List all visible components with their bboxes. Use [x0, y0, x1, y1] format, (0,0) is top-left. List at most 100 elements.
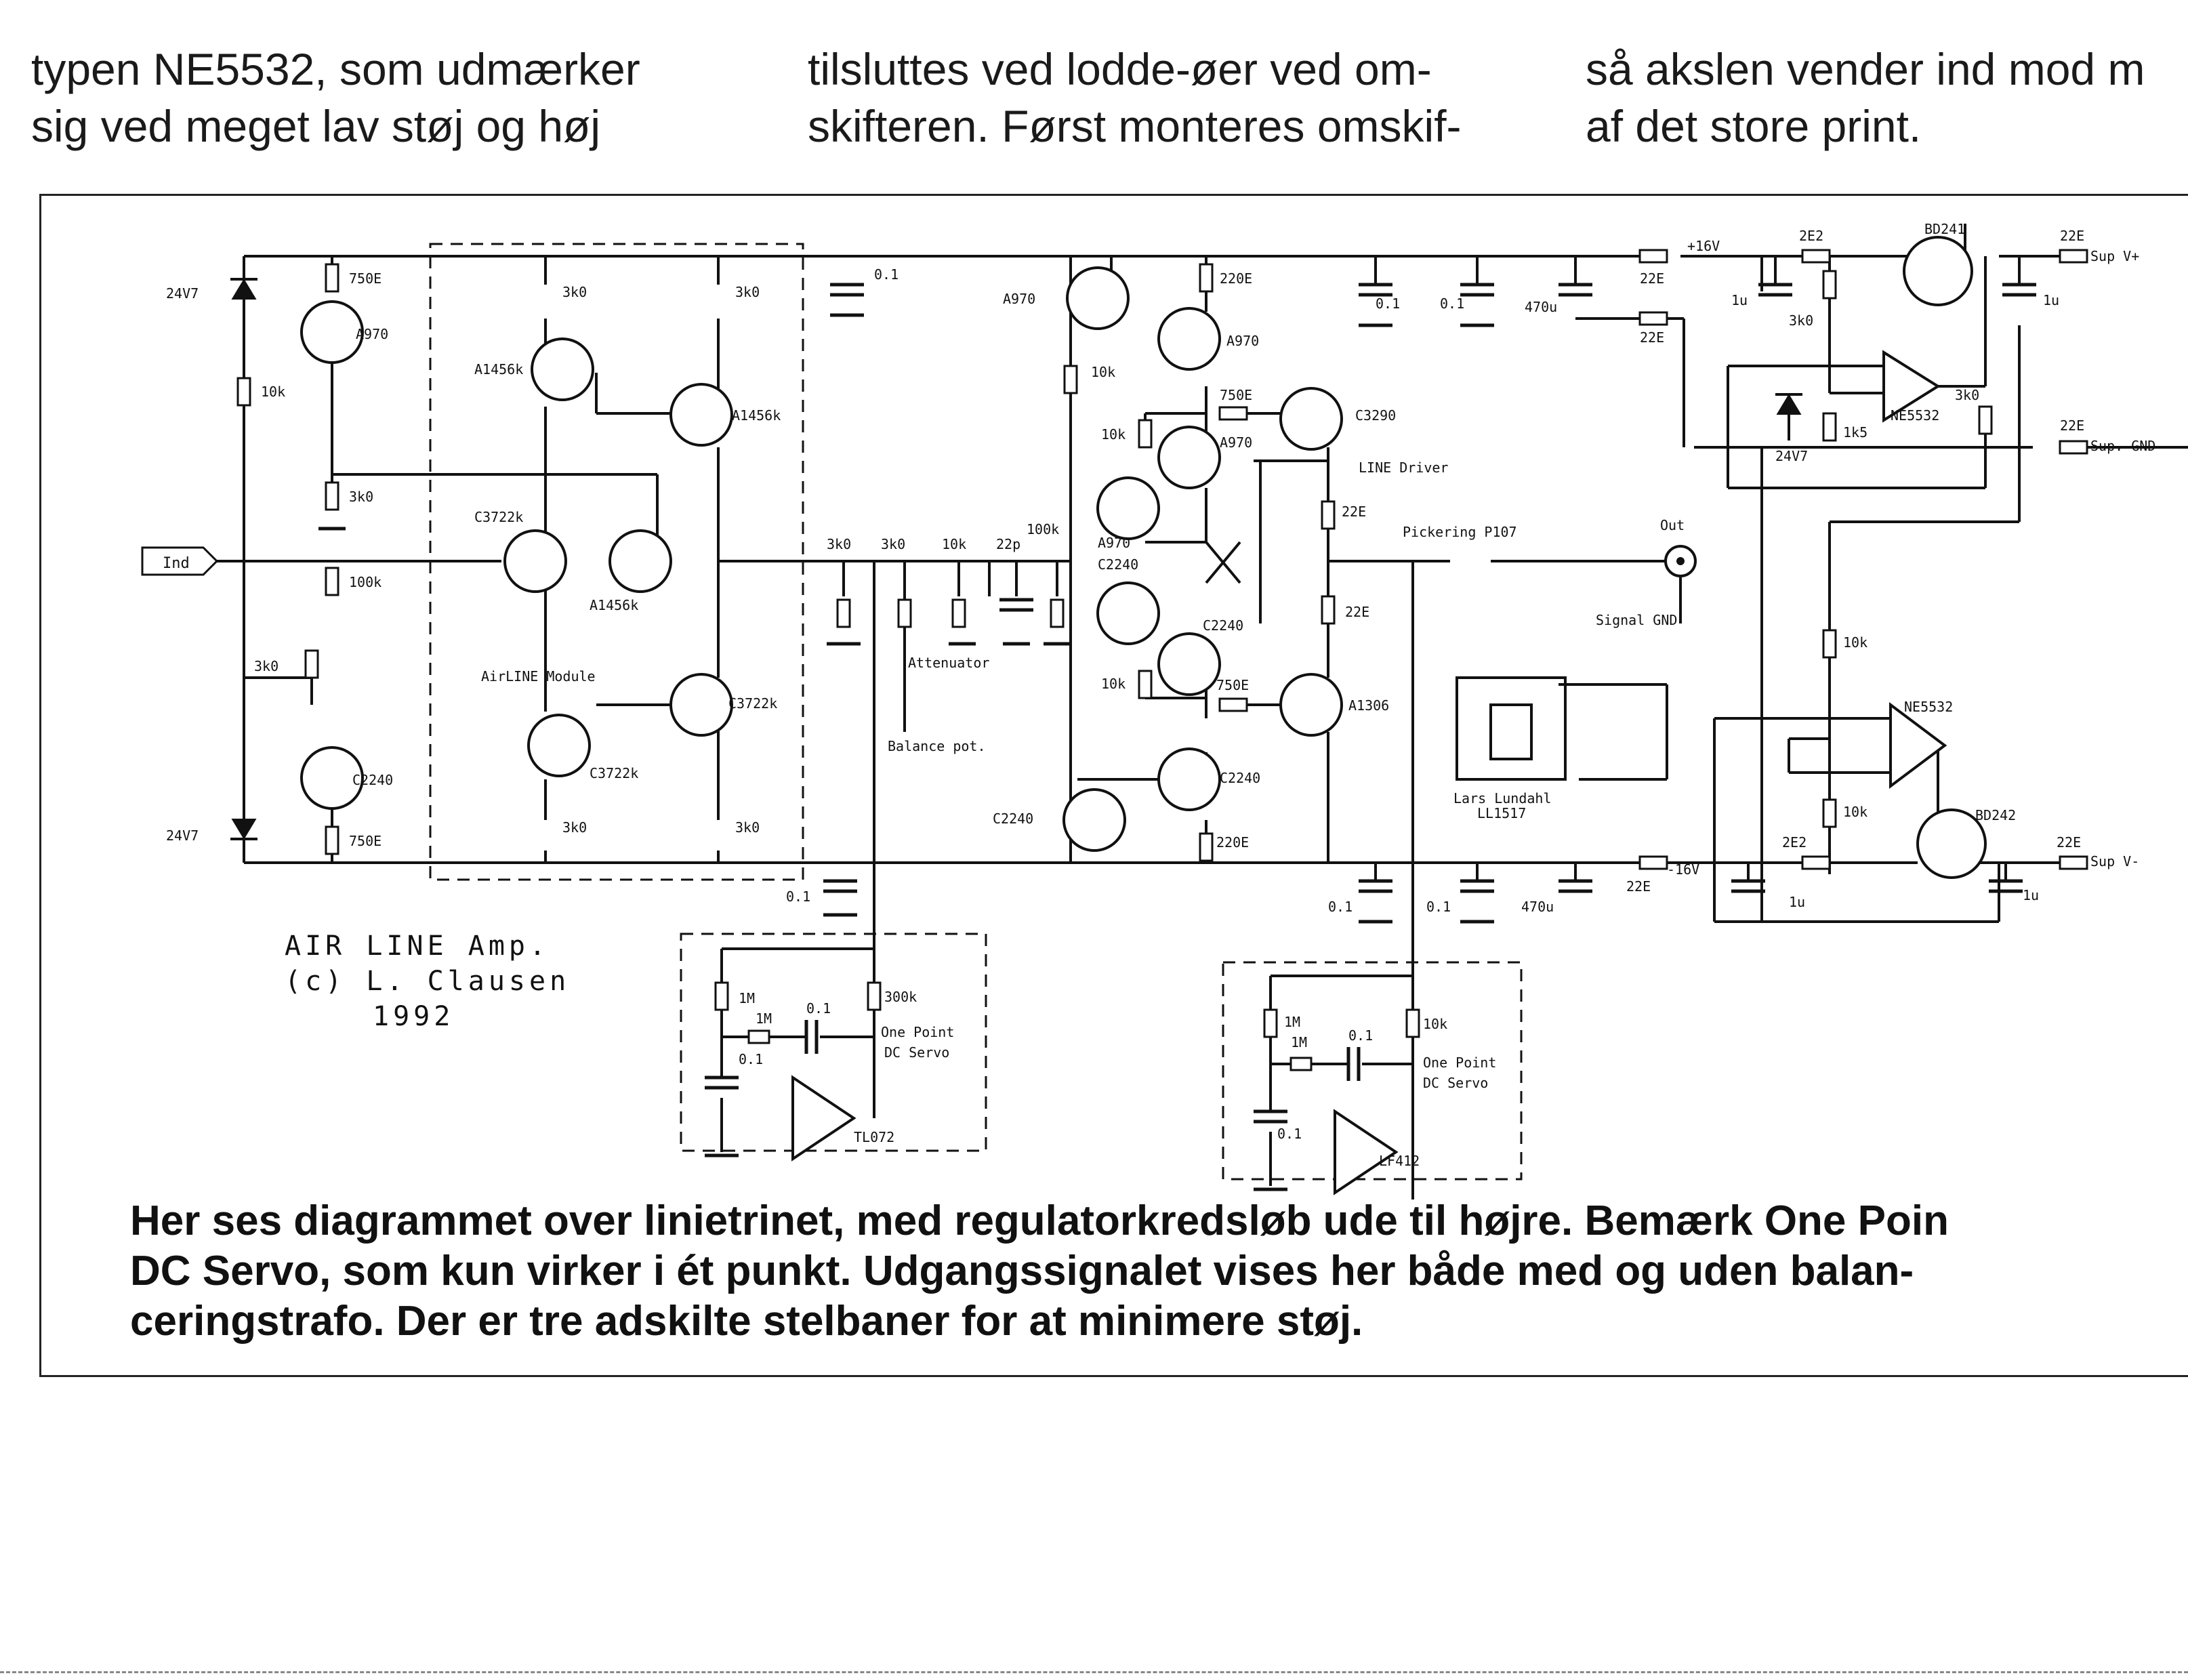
label: LF412 [1379, 1153, 1420, 1169]
label: 0.1 [1376, 295, 1400, 312]
label: 3k0 [562, 284, 587, 300]
text-column-2: tilsluttes ved lodde-øer ved om-skiftere… [808, 41, 1462, 155]
label: 0.1 [786, 888, 810, 905]
label: 470u [1521, 899, 1554, 915]
label: 0.1 [1426, 899, 1451, 915]
text-line: typen NE5532, som udmærker [31, 44, 640, 94]
label: 470u [1525, 299, 1557, 315]
label: 1u [1789, 894, 1805, 910]
label: 1M [756, 1010, 772, 1027]
label: 220E [1220, 270, 1252, 287]
label: 750E [349, 270, 381, 287]
label: 1M [739, 990, 755, 1006]
label: One Point [881, 1024, 954, 1040]
label: 22E [2060, 417, 2084, 434]
label: 22E [1626, 878, 1651, 895]
label: TL072 [854, 1129, 894, 1145]
label: 1M [1284, 1014, 1300, 1030]
caption-line: ceringstrafo. Der er tre adskilte stelba… [130, 1298, 1363, 1345]
title-line: (c) L. Clausen [285, 966, 571, 997]
label: 22E [1640, 270, 1664, 287]
servo2-box [1222, 961, 1523, 1181]
label: Sup V- [2090, 853, 2139, 869]
text-line: af det store print. [1586, 101, 1922, 151]
label: 1u [2023, 887, 2039, 903]
label: 10k [1091, 364, 1115, 380]
label: 10k [1423, 1016, 1447, 1032]
label: C3722k [728, 695, 777, 712]
label: 10k [1101, 426, 1126, 443]
label: Attenuator [908, 655, 989, 671]
label: A1306 [1348, 697, 1389, 714]
label: A970 [356, 326, 388, 342]
label: A970 [1226, 333, 1259, 349]
label: A1456k [732, 407, 781, 424]
label: 10k [942, 536, 966, 552]
opamps [791, 350, 1947, 1195]
label: AirLINE Module [481, 668, 596, 684]
label: 0.1 [1348, 1027, 1373, 1044]
resistors [236, 249, 2088, 1071]
label: 24V7 [166, 827, 199, 844]
title-line: 1992 [373, 1001, 455, 1032]
label: DC Servo [1423, 1075, 1488, 1091]
label: C2240 [1098, 556, 1138, 573]
label: 3k0 [735, 284, 760, 300]
caption-line: Her ses diagrammet over linietrinet, med… [130, 1197, 1949, 1244]
title-block: AIR LINE Amp. (c) L. Clausen 1992 [285, 928, 570, 1034]
label: A970 [1003, 291, 1035, 307]
label: Out [1660, 517, 1685, 533]
label: 750E [1220, 387, 1252, 403]
component-labels: 24V7 750E 10k A970 3k0 100k 3k0 C2240 24… [166, 221, 2155, 1169]
label: 0.1 [1277, 1126, 1302, 1142]
label: Pickering P107 [1403, 524, 1517, 540]
label: 0.1 [1440, 295, 1464, 312]
label: 22p [996, 536, 1020, 552]
label: 100k [1027, 521, 1059, 537]
label: 2E2 [1782, 834, 1807, 851]
label: LINE Driver [1359, 459, 1448, 476]
label: 3k0 [562, 819, 587, 836]
servo1-box [680, 933, 987, 1152]
label: 3k0 [254, 658, 278, 674]
label: 0.1 [739, 1051, 763, 1067]
label: NE5532 [1904, 699, 1953, 715]
label: 1u [2043, 292, 2059, 308]
label: 1M [1291, 1034, 1307, 1050]
label: 10k [1843, 634, 1867, 651]
label: 0.1 [806, 1000, 831, 1017]
label: BD242 [1975, 807, 2016, 823]
label: C2240 [352, 772, 393, 788]
text-line: skifteren. Først monteres omskif- [808, 101, 1462, 151]
label: C2240 [993, 811, 1033, 827]
label: Signal GND [1596, 612, 1677, 628]
label: 2E2 [1799, 228, 1823, 244]
schematic-wires [210, 224, 2188, 1200]
figure-frame [39, 194, 2188, 1377]
label: C3290 [1355, 407, 1396, 424]
dashed-boxes [429, 243, 1523, 1181]
label: LL1517 [1477, 805, 1526, 821]
label: 3k0 [1789, 312, 1813, 329]
input-label: Ind [163, 555, 190, 572]
label: 300k [884, 989, 917, 1005]
title-line: AIR LINE Amp. [285, 930, 550, 962]
label: NE5532 [1891, 407, 1939, 424]
label: 0.1 [1328, 899, 1353, 915]
transistors [300, 236, 1987, 879]
input-connector [141, 546, 219, 576]
label: -16V [1667, 861, 1699, 878]
label: A1456k [590, 597, 638, 613]
label: 220E [1216, 834, 1249, 851]
label: 1u [1731, 292, 1748, 308]
label: BD241 [1924, 221, 1965, 237]
label: 10k [1101, 676, 1126, 692]
text-line: tilsluttes ved lodde-øer ved om- [808, 44, 1432, 94]
label: 22E [2057, 834, 2081, 851]
label: +16V [1687, 238, 1720, 254]
zener-diodes [230, 278, 1802, 840]
label: Lars Lundahl [1453, 790, 1552, 806]
figure-caption: Her ses diagrammet over linietrinet, med… [130, 1196, 1949, 1347]
